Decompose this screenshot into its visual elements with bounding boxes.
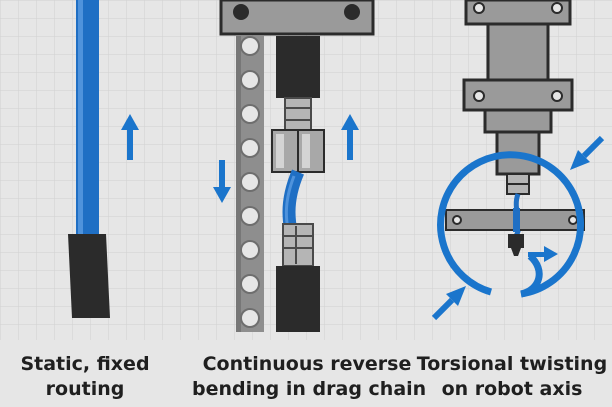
mount-bolt (344, 4, 360, 20)
robot-axis-housing (486, 22, 550, 84)
mount-bolt (233, 4, 249, 20)
drag-chain (236, 36, 264, 332)
upper-connector (276, 36, 320, 98)
caption-drag-chain: Continuous reverse bending in drag chain (192, 353, 427, 400)
upper-fitting (271, 97, 325, 173)
panel-drag-chain (213, 0, 375, 332)
rotation-arrow-icon (437, 151, 585, 298)
panel-robot-torsion (431, 0, 605, 321)
arrow-diagonal-icon (431, 286, 466, 321)
caption-robot-torsion: Torsional twisting on robot axis (416, 353, 608, 400)
tool-connector (508, 234, 524, 248)
lower-connector (276, 266, 320, 332)
panel-static-routing (68, 0, 139, 318)
lower-fitting (282, 223, 314, 267)
cable-connector (68, 234, 110, 318)
arrow-diagonal-icon (570, 135, 605, 170)
arrow-up-icon (121, 114, 139, 160)
arrow-up-icon (341, 114, 359, 160)
arrow-down-icon (213, 160, 231, 203)
caption-static-routing: Static, fixed routing (20, 353, 150, 400)
